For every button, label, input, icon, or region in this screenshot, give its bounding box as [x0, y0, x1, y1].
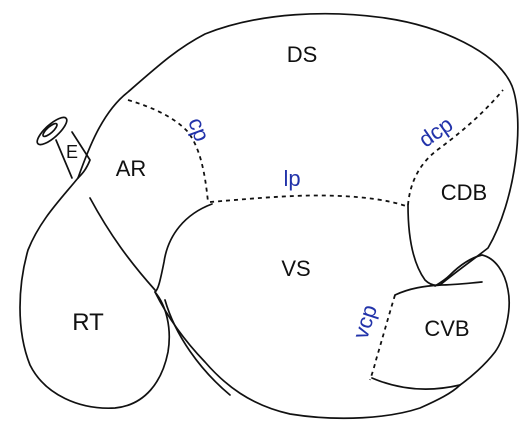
cp-label: cp — [183, 114, 214, 144]
vcp-label: vcp — [348, 302, 382, 342]
stalk-end-inner — [42, 122, 58, 138]
vcp-boundary — [369, 294, 396, 381]
cvb-label: CVB — [424, 316, 469, 341]
rt-outline — [19, 177, 171, 409]
lower-fold-line — [164, 299, 231, 396]
e-label: E — [66, 142, 78, 162]
dcp-label: dcp — [414, 111, 457, 152]
ar-label: AR — [116, 156, 147, 181]
vs-outline — [154, 203, 510, 420]
rt-label: RT — [72, 309, 104, 336]
ar-boundary-line — [89, 197, 156, 291]
stalk-outline — [55, 131, 91, 179]
cp-boundary — [127, 99, 209, 203]
dcp-boundary — [407, 89, 504, 206]
cdb-label: CDB — [441, 180, 487, 205]
cvb-outline — [371, 281, 483, 390]
ds-label: DS — [287, 42, 318, 67]
lp-boundary — [209, 194, 407, 207]
vs-label: VS — [281, 256, 310, 281]
lp-label: lp — [283, 166, 300, 191]
outer-outline — [77, 12, 519, 286]
cdb-outline — [407, 204, 441, 287]
stalk-end — [36, 116, 68, 146]
